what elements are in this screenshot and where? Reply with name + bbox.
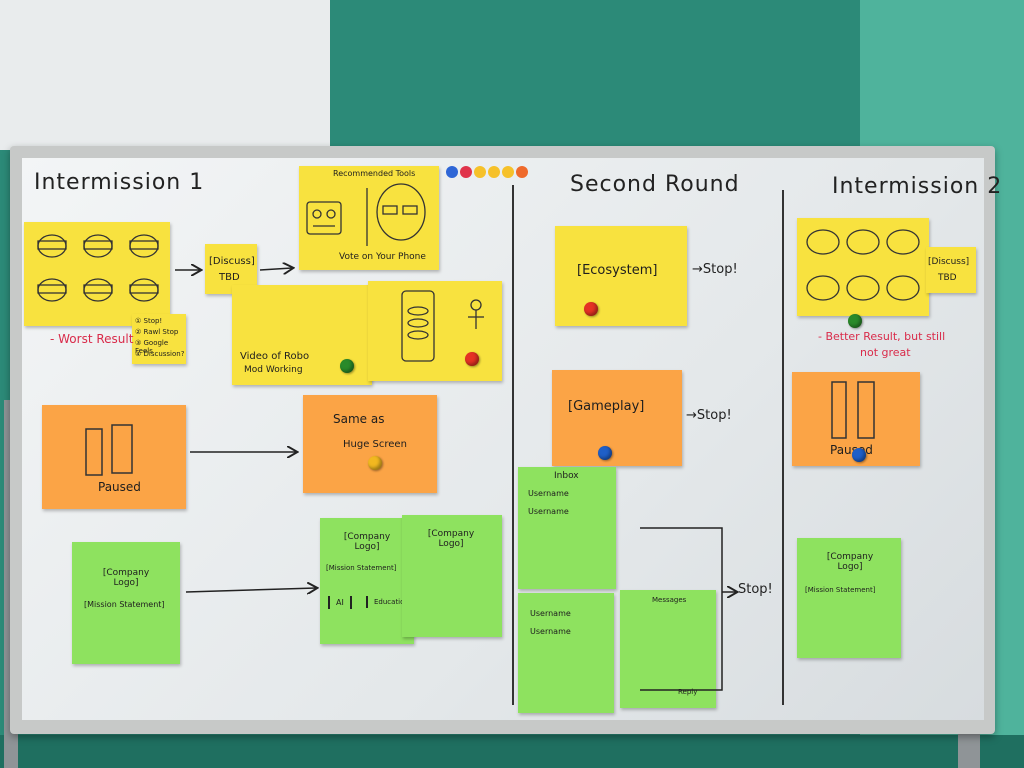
same-as-huge-screen-note: Same as Huge Screen bbox=[303, 395, 437, 493]
company-logo-note-3: [Company Logo] bbox=[402, 515, 502, 637]
huge-screen-label: Huge Screen bbox=[343, 439, 407, 450]
legend-item-1: ① Stop! bbox=[135, 317, 163, 325]
avatar-grid-sketch bbox=[37, 234, 159, 302]
glasses-grid-sketch bbox=[806, 229, 920, 301]
wow-reaction-icon bbox=[488, 166, 500, 178]
angry-reaction-icon bbox=[516, 166, 528, 178]
tbd-label-2: TBD bbox=[938, 273, 957, 283]
company-logo-label-4: [Company Logo] bbox=[826, 552, 874, 573]
username-label-2: Username bbox=[528, 507, 569, 516]
wall-left bbox=[0, 0, 330, 150]
discuss-sticky-note-2: [Discuss] TBD bbox=[926, 247, 976, 293]
worst-result-annotation: - Worst Result bbox=[50, 332, 134, 346]
phone-sketch-note bbox=[368, 281, 502, 381]
stop-annotation-3: Stop! bbox=[738, 582, 773, 597]
company-logo-label-2: [Company Logo] bbox=[343, 532, 391, 553]
mission-statement-label: [Mission Statement] bbox=[84, 600, 165, 609]
like-reaction-icon bbox=[446, 166, 458, 178]
haha-reaction-icon bbox=[474, 166, 486, 178]
pause-icon-2 bbox=[831, 381, 875, 439]
video-label-2: Mod Working bbox=[244, 365, 303, 375]
red-magnet-2 bbox=[584, 302, 598, 316]
legend-sticky-note: ① Stop! ② Rawl Stop ③ Google Feels ④ Dis… bbox=[132, 314, 186, 364]
messages-label: Messages bbox=[652, 596, 687, 604]
company-logo-label-3: [Company Logo] bbox=[427, 529, 475, 550]
ecosystem-note: [Ecosystem] bbox=[555, 226, 687, 326]
robot-and-person-sketch bbox=[306, 183, 426, 246]
ai-box: AI bbox=[328, 596, 352, 610]
blue-magnet-2 bbox=[852, 448, 866, 462]
reply-label: Reply bbox=[678, 688, 698, 696]
green-magnet-2 bbox=[848, 314, 862, 328]
avatars-sticky-note bbox=[24, 222, 170, 326]
username-label-3: Username bbox=[530, 609, 571, 618]
heading-second-round: Second Round bbox=[570, 172, 740, 197]
red-magnet bbox=[465, 352, 479, 366]
inbox-note: Inbox Username Username bbox=[518, 467, 616, 589]
mission-statement-label-4: [Mission Statement] bbox=[805, 586, 876, 594]
legend-item-2: ② Rawl Stop bbox=[135, 328, 179, 336]
company-logo-note-4: [Company Logo] [Mission Statement] bbox=[797, 538, 901, 658]
glasses-avatars-note bbox=[797, 218, 929, 316]
company-logo-note-1: [Company Logo] [Mission Statement] bbox=[72, 542, 180, 664]
mission-statement-label-2: [Mission Statement] bbox=[326, 564, 397, 572]
company-logo-label: [Company Logo] bbox=[102, 568, 150, 589]
recommended-tools-note: Recommended Tools Vote on Your Phone bbox=[299, 166, 439, 270]
company-logo-note-2: [Company Logo] [Mission Statement] AI Ed… bbox=[320, 518, 417, 644]
legend-item-4: ④ Discussion? bbox=[135, 350, 185, 358]
legend-item-3: ③ Google Feels bbox=[135, 339, 169, 356]
username-list-note: Username Username bbox=[518, 593, 614, 713]
pause-icon bbox=[85, 424, 133, 476]
heading-intermission-2: Intermission 2 bbox=[832, 174, 1003, 199]
recommended-tools-label: Recommended Tools bbox=[333, 169, 416, 178]
floor bbox=[0, 735, 1024, 768]
username-label-1: Username bbox=[528, 489, 569, 498]
phone-sketch bbox=[401, 290, 484, 362]
better-result-annotation-1: - Better Result, but still bbox=[818, 330, 946, 343]
heading-intermission-1: Intermission 1 bbox=[34, 170, 205, 195]
bracket-arrow bbox=[640, 527, 723, 691]
discuss-label: [Discuss] bbox=[209, 256, 255, 267]
love-reaction-icon bbox=[460, 166, 472, 178]
paused-label-1: Paused bbox=[98, 480, 141, 494]
same-as-label: Same as bbox=[333, 412, 385, 426]
green-magnet bbox=[340, 359, 354, 373]
blue-magnet bbox=[598, 446, 612, 460]
ecosystem-label: [Ecosystem] bbox=[577, 263, 658, 278]
gameplay-label: [Gameplay] bbox=[568, 399, 645, 414]
video-label-1: Video of Robo bbox=[240, 351, 310, 362]
sad-reaction-icon bbox=[502, 166, 514, 178]
gameplay-note: [Gameplay] bbox=[552, 370, 682, 466]
better-result-annotation-2: not great bbox=[860, 346, 911, 359]
arrow-4 bbox=[185, 588, 316, 592]
paused-note-1: Paused bbox=[42, 405, 186, 509]
stop-annotation-1: →Stop! bbox=[692, 262, 738, 277]
messages-note: Messages Reply bbox=[620, 590, 716, 708]
username-label-4: Username bbox=[530, 627, 571, 636]
inbox-label: Inbox bbox=[554, 471, 579, 481]
tbd-label: TBD bbox=[219, 272, 240, 283]
arrow-2 bbox=[259, 268, 292, 270]
discuss-label-2: [Discuss] bbox=[928, 257, 970, 267]
vote-label: Vote on Your Phone bbox=[339, 252, 426, 262]
column-divider-2 bbox=[782, 190, 784, 705]
stop-annotation-2: →Stop! bbox=[686, 408, 732, 423]
yellow-magnet bbox=[368, 456, 382, 470]
column-divider-1 bbox=[512, 185, 514, 705]
